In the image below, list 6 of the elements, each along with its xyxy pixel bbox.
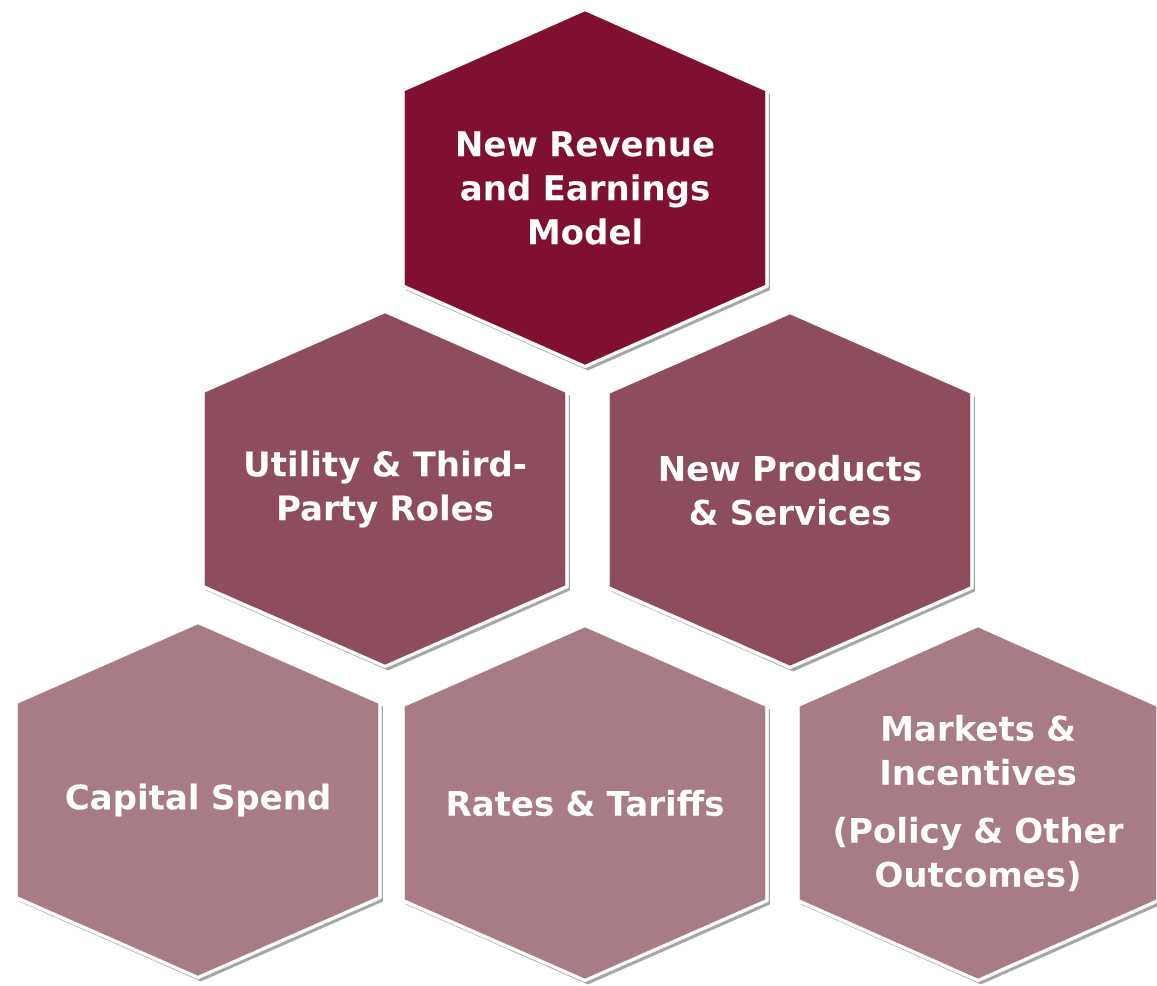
- hexagon-box: New Revenue and Earnings Model: [401, 7, 770, 371]
- hexagon-box: Capital Spend: [14, 620, 383, 982]
- hexagon-box: Markets & Incentives (Policy & Other Outcomes): [796, 623, 1157, 985]
- hexagon-box: New Products & Services: [606, 310, 975, 672]
- hexagon-box: Utility & Third-Party Roles: [201, 309, 570, 671]
- hexagon-box: Rates & Tariffs: [401, 623, 770, 985]
